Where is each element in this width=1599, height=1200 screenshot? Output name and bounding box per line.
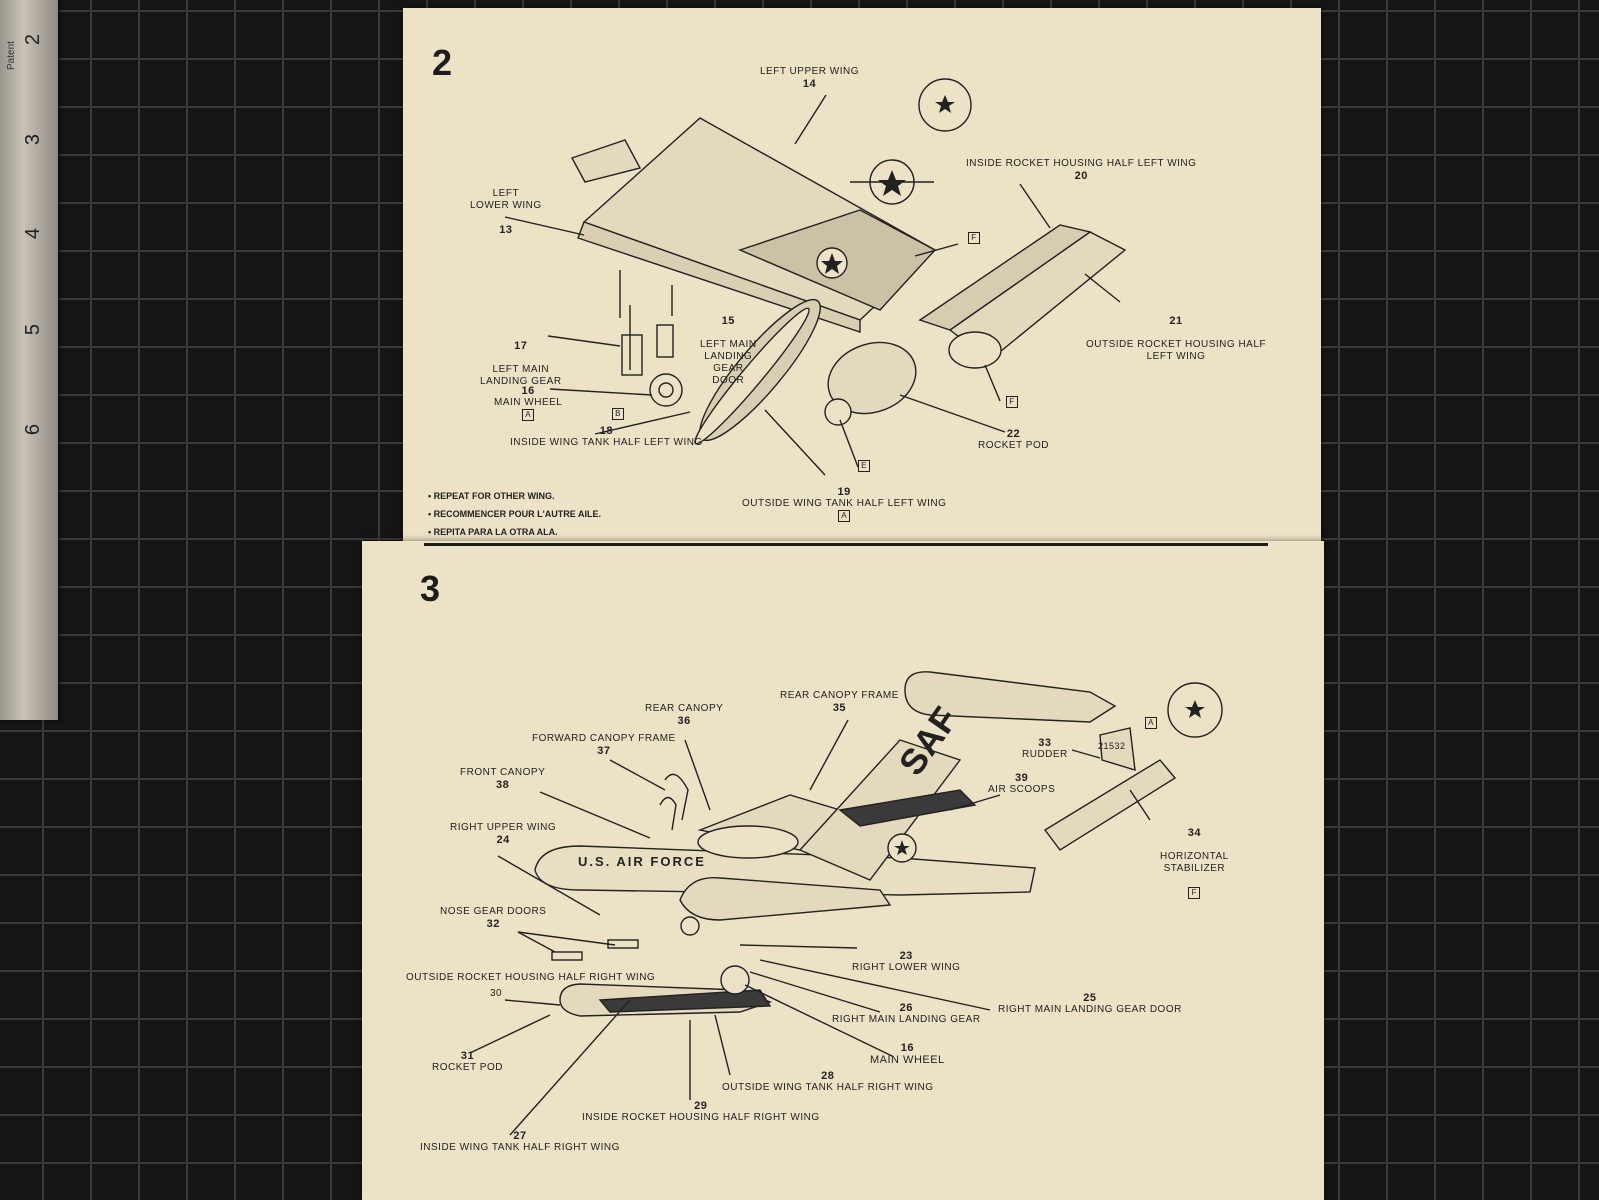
label-inside-wing-tank-left: 18 INSIDE WING TANK HALF LEFT WING [510,425,703,448]
label-right-lower-wing: 23 RIGHT LOWER WING [852,950,961,973]
ruler: Patent 2 3 4 5 6 [0,0,58,720]
part-tree-box-a: A [1145,717,1157,729]
label-inside-rocket-housing-left: INSIDE ROCKET HOUSING HALF LEFT WING 20 [966,158,1197,182]
label-horizontal-stabilizer: 34 HORIZONTAL STABILIZER F [1160,827,1229,899]
label-front-canopy: FRONT CANOPY 38 [460,767,546,791]
tail-serial: 21532 [1098,741,1126,751]
part-tree-box-e: E [858,460,870,472]
label-main-wheel-right: 16 MAIN WHEEL [870,1042,945,1066]
step-number-2: 2 [432,42,453,83]
label-rocket-pod-right: 31 ROCKET POD [432,1050,503,1073]
part-tree-box-b: B [612,408,624,420]
label-left-upper-wing: LEFT UPPER WING 14 [760,66,859,90]
label-right-upper-wing: RIGHT UPPER WING 24 [450,822,557,846]
label-nose-gear-doors: NOSE GEAR DOORS 32 [440,906,547,930]
star-insignia [878,170,906,196]
label-forward-canopy-frame: FORWARD CANOPY FRAME 37 [532,733,676,757]
label-rocket-pod-left: 22 ROCKET POD [978,428,1049,451]
label-outside-wing-tank-right: 28 OUTSIDE WING TANK HALF RIGHT WING [722,1070,934,1093]
repeat-note-es: • REPITA PARA LA OTRA ALA. [428,527,558,537]
part-tree-box: A [522,409,535,421]
label-inside-rocket-housing-right: 29 INSIDE ROCKET HOUSING HALF RIGHT WING [582,1100,820,1123]
label-rear-canopy-frame: REAR CANOPY FRAME 35 [780,690,899,714]
label-air-scoops: 39 AIR SCOOPS [988,772,1056,795]
fuselage-marking: U.S. AIR FORCE [578,854,706,869]
label-right-main-landing-gear: 26 RIGHT MAIN LANDING GEAR [832,1002,981,1025]
repeat-note-fr: • RECOMMENCER POUR L'AUTRE AILE. [428,509,601,519]
label-left-main-landing-gear-door: 15 LEFT MAIN LANDING GEAR DOOR [700,315,757,386]
repeat-note-en: • REPEAT FOR OTHER WING. [428,491,555,501]
section-divider [424,543,1268,546]
label-left-lower-wing: LEFT LOWER WING 13 [470,188,542,236]
label-main-wheel-left: 16 MAIN WHEEL A [494,385,563,421]
step-number-3: 3 [420,568,441,609]
label-right-main-landing-gear-door: 25 RIGHT MAIN LANDING GEAR DOOR [998,992,1182,1015]
repeat-notes: • REPEAT FOR OTHER WING. • RECOMMENCER P… [428,487,601,541]
part-tree-box-f: F [968,232,980,244]
label-left-main-landing-gear: 17 LEFT MAIN LANDING GEAR [480,340,562,387]
label-rear-canopy: REAR CANOPY 36 [645,703,724,727]
label-outside-wing-tank-left: 19 OUTSIDE WING TANK HALF LEFT WING A [742,486,947,522]
label-num-30: 30 [490,988,503,999]
label-rudder: 33 RUDDER [1022,737,1068,760]
label-inside-wing-tank-right: 27 INSIDE WING TANK HALF RIGHT WING [420,1130,620,1153]
label-outside-rocket-housing-left: 21 OUTSIDE ROCKET HOUSING HALF LEFT WING [1086,315,1267,362]
label-outside-rocket-housing-right: OUTSIDE ROCKET HOUSING HALF RIGHT WING [406,972,656,983]
part-tree-box-f: F [1006,396,1018,408]
